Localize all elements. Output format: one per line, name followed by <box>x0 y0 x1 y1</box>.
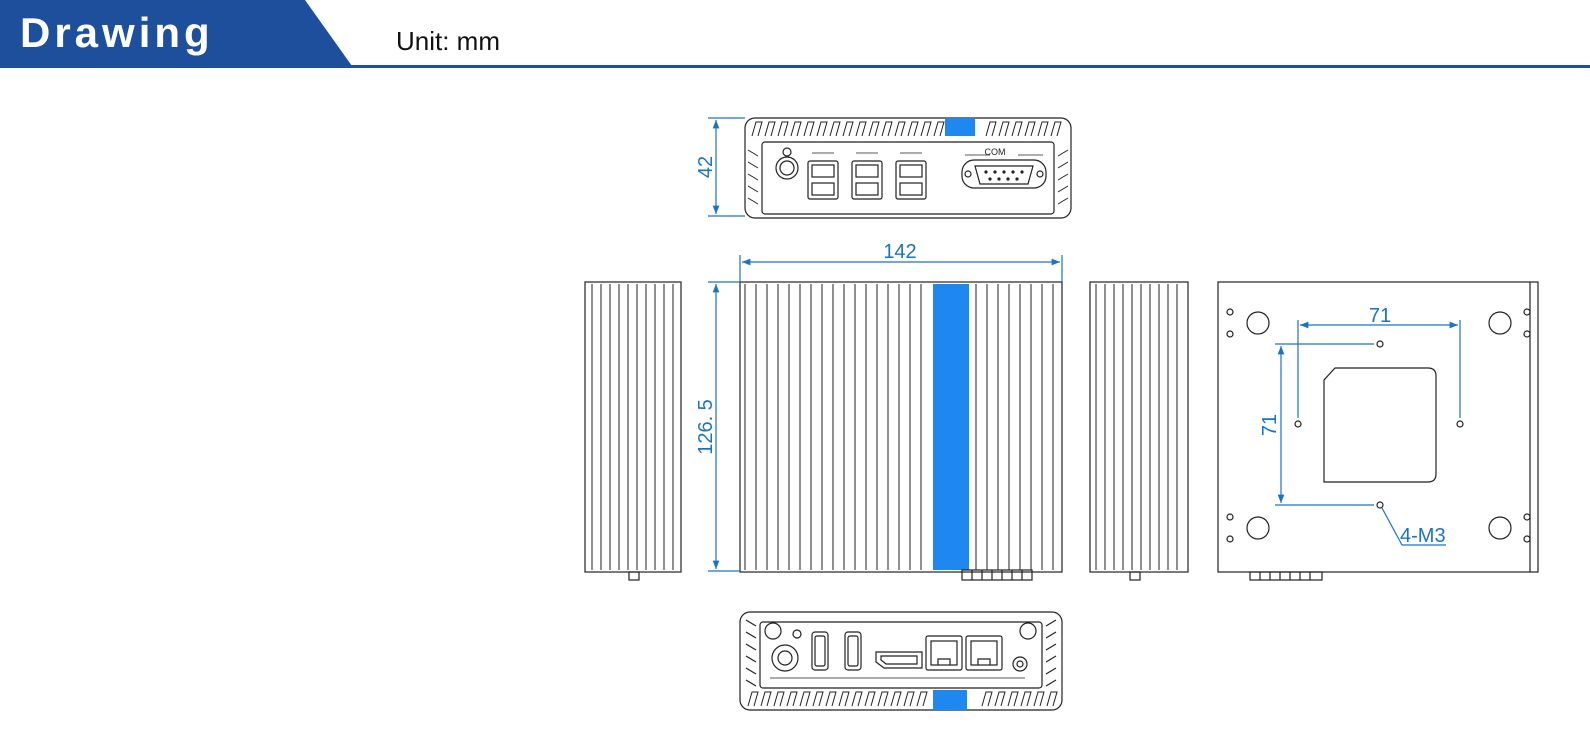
right-side-view <box>1089 281 1189 581</box>
width-label: 142 <box>883 241 916 263</box>
displayport-icon <box>875 651 923 669</box>
mount-horizontal-label: 71 <box>1369 305 1391 327</box>
mount-vertical-label: 71 <box>1259 414 1281 436</box>
page-header: Drawing Unit: mm <box>0 0 1590 70</box>
mount-hole-icon <box>1376 501 1384 509</box>
usb-ports-icon <box>807 160 927 200</box>
rear-view <box>739 611 1063 711</box>
width-dimension <box>739 255 1063 282</box>
unit-label: Unit: mm <box>396 26 500 56</box>
foot-hole-icon <box>1246 311 1270 335</box>
rear-fins <box>747 691 1058 707</box>
lan-port-icon <box>965 635 1003 671</box>
screw-hole-icon <box>1019 622 1037 640</box>
left-fins <box>591 284 674 570</box>
audio-jack-icon <box>1012 656 1028 672</box>
front-view <box>744 117 1072 219</box>
left-side-view <box>584 281 682 581</box>
top-blue-band <box>933 284 969 570</box>
front-fins <box>751 121 1062 137</box>
screw-hole-icon <box>764 622 782 640</box>
header-tab <box>0 0 352 66</box>
dc-jack-icon <box>771 644 799 672</box>
mount-horizontal-dimension <box>1297 320 1461 418</box>
screw-leader <box>1381 507 1446 546</box>
hdmi-port-icon <box>811 631 829 671</box>
mount-hole-icon <box>1376 340 1384 348</box>
screw-spec-label: 4-M3 <box>1400 525 1446 547</box>
mount-hole-icon <box>1456 420 1464 428</box>
depth-label: 126. 5 <box>695 399 717 455</box>
bottom-view <box>1217 281 1539 581</box>
top-view <box>739 281 1063 581</box>
foot-hole-icon <box>1488 311 1512 335</box>
height-label: 42 <box>695 156 717 178</box>
header-rule <box>0 65 1590 68</box>
top-fins <box>744 284 1054 570</box>
height-dimension <box>708 117 745 217</box>
power-symbol-icon <box>782 147 792 157</box>
lan-port-icon <box>925 635 963 671</box>
com-label: COM <box>985 147 1006 157</box>
ground-icon <box>792 629 802 639</box>
page-title: Drawing <box>20 9 214 56</box>
com-port-icon <box>961 154 1047 189</box>
center-plate <box>1323 367 1437 483</box>
front-blue-band <box>945 118 975 136</box>
foot-hole-icon <box>1488 516 1512 540</box>
mount-vertical-dimension <box>1275 343 1374 506</box>
power-button-icon <box>775 156 799 180</box>
right-fins <box>1095 284 1178 570</box>
rear-blue-band <box>933 690 967 710</box>
hdmi-port-icon <box>844 631 862 671</box>
depth-dimension <box>708 281 740 572</box>
mount-hole-icon <box>1294 420 1302 428</box>
foot-hole-icon <box>1246 516 1270 540</box>
